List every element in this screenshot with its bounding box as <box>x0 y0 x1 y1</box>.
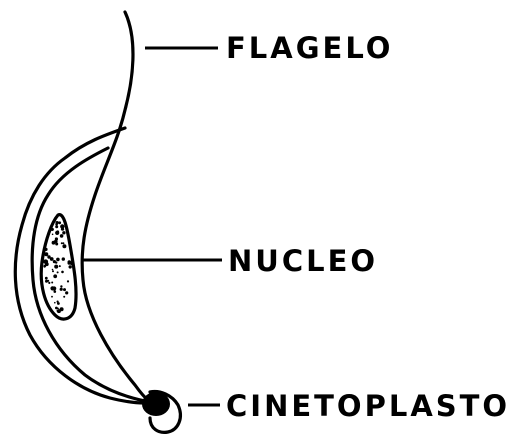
nucleus-dot <box>67 280 69 282</box>
nucleus-dot <box>56 258 60 262</box>
nucleus-dot <box>68 260 72 264</box>
nucleus-dot <box>62 242 64 244</box>
nucleus-dot <box>52 241 56 245</box>
nucleus-dot <box>55 307 58 310</box>
nucleus-dot <box>62 228 64 230</box>
nucleus-dot <box>57 302 60 305</box>
nucleus-dot <box>58 221 61 224</box>
flagellum <box>82 12 150 402</box>
nucleus-dot <box>54 302 56 304</box>
cinetoplasto-label: CINETOPLASTO <box>226 389 510 423</box>
nucleus-dot <box>44 252 48 256</box>
nucleus-dot <box>47 255 50 258</box>
nucleus-dot <box>62 257 65 260</box>
nucleus-dot <box>60 224 64 228</box>
nucleus-dot <box>44 265 47 268</box>
nucleus-dot <box>65 291 68 294</box>
nucleus-dot <box>53 274 57 278</box>
kinetoplast <box>142 392 170 416</box>
nucleus-dot <box>48 282 50 284</box>
nucleus-dot <box>51 296 53 298</box>
nucleo-label: NUCLEO <box>228 244 378 278</box>
flagelo-label: FLAGELO <box>226 31 393 65</box>
nucleus-dot <box>52 269 54 271</box>
nucleus-dot <box>55 225 58 228</box>
nucleus-dot <box>63 288 66 291</box>
nucleus-dot <box>59 265 61 267</box>
nucleus-dot <box>54 265 58 269</box>
nucleus-dot <box>56 221 59 224</box>
nucleus-dot <box>52 234 54 236</box>
nucleus-dot <box>52 286 56 290</box>
nucleus-dot <box>43 259 47 263</box>
nucleus-dot <box>69 265 72 268</box>
nucleus-dot <box>54 290 57 293</box>
nucleus-dot <box>53 260 56 263</box>
body-outline <box>15 128 155 403</box>
nucleus-dot <box>60 234 64 238</box>
nucleus-dot <box>58 310 60 312</box>
nucleus-dot <box>60 288 63 291</box>
nucleus-dot <box>63 296 65 298</box>
nucleus-dot <box>44 248 47 251</box>
nucleus-dot <box>60 285 62 287</box>
nucleus-dot <box>51 282 53 284</box>
nucleus-dot <box>61 271 64 274</box>
nucleus-dot <box>52 228 54 230</box>
nucleus-dot <box>45 277 48 280</box>
nucleus-dot <box>57 308 59 310</box>
nucleus-dot <box>56 230 59 233</box>
nucleus-dot <box>62 244 66 248</box>
nucleus-dot <box>52 270 54 272</box>
nucleus-dot <box>62 231 65 234</box>
nucleus-dot <box>47 280 49 282</box>
nucleus-dot <box>57 271 59 273</box>
